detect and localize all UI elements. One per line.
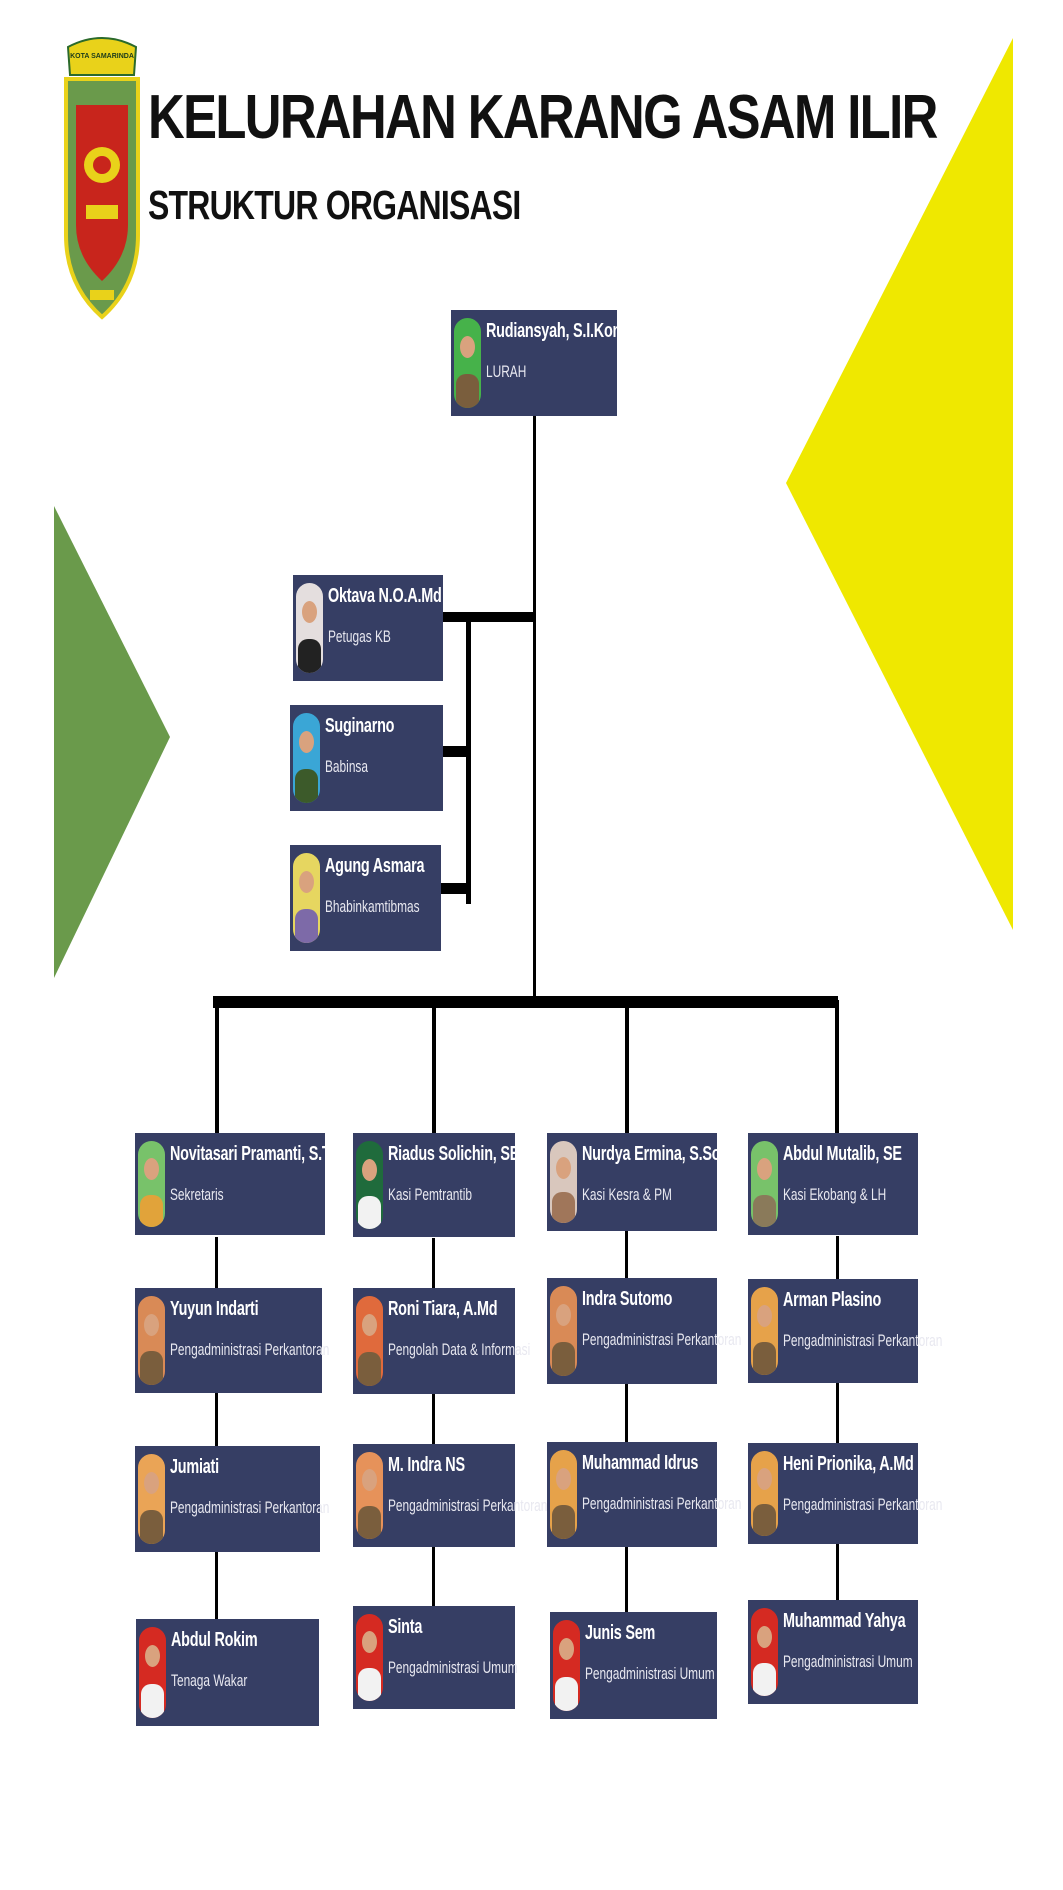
card-name: Nurdya Ermina, S.Sos: [582, 1143, 729, 1165]
card-name: Oktava N.O.A.Md: [328, 585, 442, 607]
org-card-col4[interactable]: Abdul Mutalib, SE Kasi Ekobang & LH: [748, 1133, 918, 1235]
org-card-staff[interactable]: Suginarno Babinsa: [290, 705, 443, 811]
avatar: [138, 1296, 165, 1385]
card-name: Novitasari Pramanti, S.TP: [170, 1143, 340, 1165]
card-name: M. Indra NS: [388, 1454, 465, 1476]
org-card-lurah[interactable]: Rudiansyah, S.I.Kom LURAH: [451, 310, 626, 416]
avatar: [553, 1620, 580, 1711]
org-card-col2[interactable]: Riadus Solichin, SE Kasi Pemtrantib: [353, 1133, 520, 1237]
avatar: [356, 1452, 383, 1539]
card-name: Yuyun Indarti: [170, 1298, 259, 1320]
org-card-col3[interactable]: Muhammad Idrus Pengadministrasi Perkanto…: [547, 1442, 742, 1547]
card-role: Sekretaris: [170, 1185, 224, 1204]
org-card-staff[interactable]: Agung Asmara Bhabinkamtibmas: [290, 845, 441, 951]
card-role: Pengadministrasi Umum: [585, 1664, 715, 1683]
card-role: Pengadministrasi Perkantoran: [582, 1494, 742, 1513]
avatar: [138, 1141, 165, 1227]
avatar: [751, 1287, 778, 1375]
org-card-col1[interactable]: Yuyun Indarti Pengadministrasi Perkantor…: [135, 1288, 330, 1393]
org-card-col4[interactable]: Muhammad Yahya Pengadministrasi Umum: [748, 1600, 918, 1704]
card-name: Agung Asmara: [325, 855, 425, 877]
card-name: Riadus Solichin, SE: [388, 1143, 520, 1165]
avatar: [138, 1454, 165, 1544]
org-card-col3[interactable]: Indra Sutomo Pengadministrasi Perkantora…: [547, 1278, 742, 1384]
page-title: KELURAHAN KARANG ASAM ILIR: [148, 83, 938, 152]
org-card-col4[interactable]: Arman Plasino Pengadministrasi Perkantor…: [748, 1279, 943, 1383]
card-name: Suginarno: [325, 715, 395, 737]
avatar: [293, 853, 320, 943]
avatar: [454, 318, 481, 408]
card-role: LURAH: [486, 362, 527, 381]
card-name: Sinta: [388, 1616, 423, 1638]
org-card-col2[interactable]: Roni Tiara, A.Md Pengolah Data & Informa…: [353, 1288, 531, 1394]
card-role: Kasi Ekobang & LH: [783, 1185, 887, 1204]
card-role: Pengadministrasi Perkantoran: [783, 1495, 943, 1514]
logo-text: KOTA SAMARINDA: [70, 53, 134, 60]
card-name: Abdul Rokim: [171, 1629, 258, 1651]
org-card-col3[interactable]: Junis Sem Pengadministrasi Umum: [550, 1612, 717, 1719]
card-name: Roni Tiara, A.Md: [388, 1298, 498, 1320]
card-role: Bhabinkamtibmas: [325, 897, 420, 916]
avatar: [139, 1627, 166, 1718]
card-name: Indra Sutomo: [582, 1288, 673, 1310]
card-role: Pengadministrasi Umum: [783, 1652, 913, 1671]
card-role: Pengadministrasi Perkantoran: [783, 1331, 943, 1350]
card-role: Kasi Pemtrantib: [388, 1185, 472, 1204]
card-name: Heni Prionika, A.Md: [783, 1453, 914, 1475]
card-name: Rudiansyah, S.I.Kom: [486, 320, 626, 342]
avatar: [751, 1608, 778, 1696]
card-name: Muhammad Idrus: [582, 1452, 699, 1474]
avatar: [550, 1141, 577, 1223]
card-name: Muhammad Yahya: [783, 1610, 906, 1632]
org-card-col4[interactable]: Heni Prionika, A.Md Pengadministrasi Per…: [748, 1443, 943, 1544]
samarinda-emblem-logo: KOTA SAMARINDA: [64, 37, 140, 320]
card-role: Petugas KB: [328, 627, 391, 646]
avatar: [550, 1286, 577, 1376]
org-card-col1[interactable]: Jumiati Pengadministrasi Perkantoran: [135, 1446, 330, 1552]
green-triangle: [54, 506, 170, 978]
org-card-col2[interactable]: Sinta Pengadministrasi Umum: [353, 1606, 518, 1709]
avatar: [356, 1296, 383, 1386]
org-card-col3[interactable]: Nurdya Ermina, S.Sos Kasi Kesra & PM: [547, 1133, 729, 1231]
org-card-col2[interactable]: M. Indra NS Pengadministrasi Perkantoran: [353, 1444, 548, 1547]
org-card-col1[interactable]: Novitasari Pramanti, S.TP Sekretaris: [135, 1133, 340, 1235]
card-role: Pengadministrasi Perkantoran: [170, 1498, 330, 1517]
card-role: Babinsa: [325, 757, 369, 776]
card-role: Pengadministrasi Perkantoran: [170, 1340, 330, 1359]
avatar: [356, 1141, 383, 1229]
avatar: [550, 1450, 577, 1539]
org-card-col1[interactable]: Abdul Rokim Tenaga Wakar: [136, 1619, 319, 1726]
page-subtitle: STRUKTUR ORGANISASI: [148, 182, 521, 228]
card-role: Kasi Kesra & PM: [582, 1185, 672, 1204]
org-card-staff[interactable]: Oktava N.O.A.Md Petugas KB: [293, 575, 443, 681]
avatar: [751, 1141, 778, 1227]
card-name: Abdul Mutalib, SE: [783, 1143, 902, 1165]
avatar: [293, 713, 320, 803]
card-role: Pengolah Data & Informasi: [388, 1340, 531, 1359]
yellow-triangle: [786, 38, 1013, 930]
card-name: Junis Sem: [585, 1622, 656, 1644]
card-name: Arman Plasino: [783, 1289, 882, 1311]
card-role: Tenaga Wakar: [171, 1671, 248, 1690]
card-role: Pengadministrasi Perkantoran: [388, 1496, 548, 1515]
card-name: Jumiati: [170, 1456, 219, 1478]
card-role: Pengadministrasi Perkantoran: [582, 1330, 742, 1349]
card-role: Pengadministrasi Umum: [388, 1658, 518, 1677]
avatar: [296, 583, 323, 673]
avatar: [751, 1451, 778, 1536]
avatar: [356, 1614, 383, 1701]
